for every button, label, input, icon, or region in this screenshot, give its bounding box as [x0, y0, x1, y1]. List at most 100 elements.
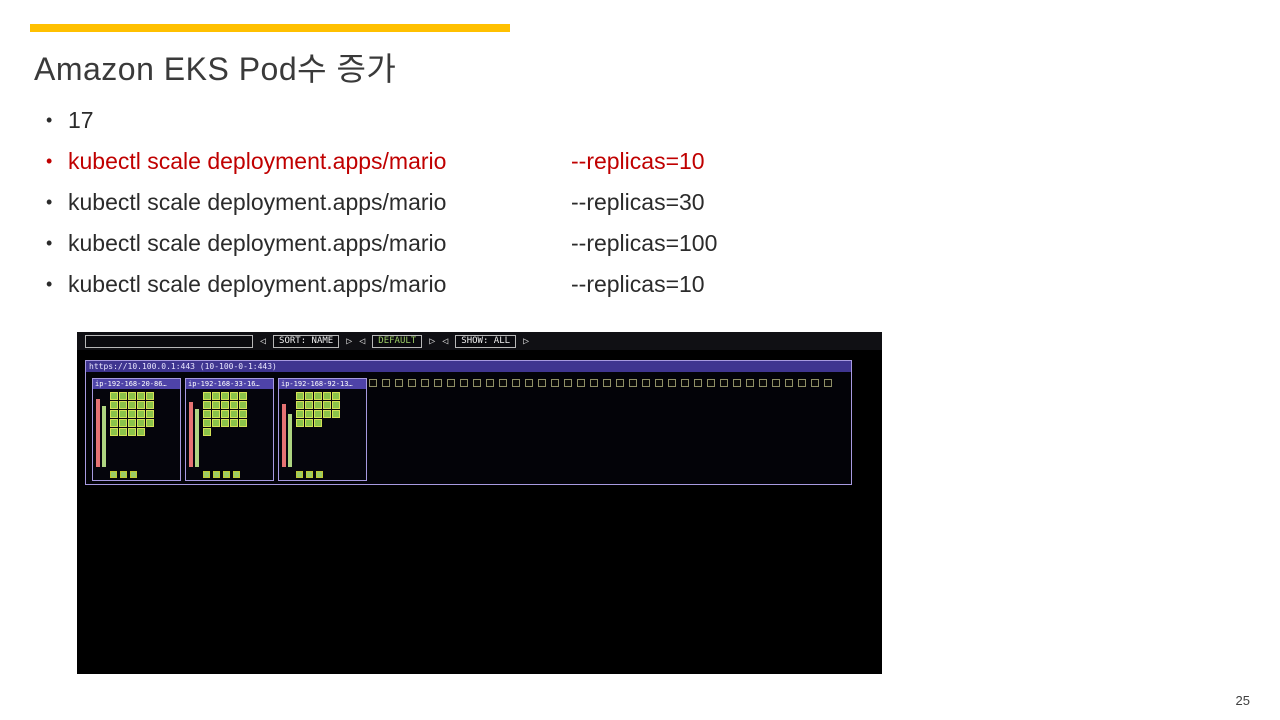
empty-node-slot: [720, 379, 728, 387]
empty-node-slot: [525, 379, 533, 387]
pod-square: [239, 392, 247, 400]
pod-square: [314, 419, 322, 427]
pod-square: [203, 410, 211, 418]
pod-square: [323, 392, 331, 400]
pod-square: [239, 401, 247, 409]
pod-square: [221, 401, 229, 409]
node-box: ip-192-168-20-86…: [92, 378, 181, 481]
command-text: 17: [68, 107, 94, 133]
pod-square: [230, 392, 238, 400]
pod-square: [296, 401, 304, 409]
bullet-marker: •: [46, 151, 53, 171]
empty-node-slot: [486, 379, 494, 387]
pod-square: [212, 392, 220, 400]
node-name: ip-192-168-92-13…: [279, 379, 366, 389]
pod-square: [221, 392, 229, 400]
memory-usage-bar: [288, 413, 292, 467]
bullet-marker: •: [46, 274, 53, 294]
system-pod-row: [296, 471, 323, 478]
show-next-arrow-icon[interactable]: ▷: [523, 335, 530, 347]
empty-node-slot: [603, 379, 611, 387]
pod-square: [203, 428, 211, 436]
sort-prev-arrow-icon[interactable]: ◁: [260, 335, 267, 347]
bullet-item: • kubectl scale deployment.apps/mario --…: [46, 182, 717, 223]
empty-node-slot: [772, 379, 780, 387]
pod-square: [233, 471, 240, 478]
empty-node-slot: [538, 379, 546, 387]
empty-node-slot: [382, 379, 390, 387]
empty-node-slot: [811, 379, 819, 387]
sort-next-arrow-icon[interactable]: ▷: [346, 335, 353, 347]
memory-usage-bar: [195, 409, 199, 467]
sort-selector[interactable]: SORT: NAME: [273, 334, 340, 348]
pod-square: [137, 410, 145, 418]
empty-node-slot: [473, 379, 481, 387]
flag-text: --replicas=10: [571, 148, 705, 174]
pod-square: [332, 392, 340, 400]
flag-text: --replicas=30: [571, 189, 705, 215]
pod-square: [110, 410, 118, 418]
pod-square: [128, 401, 136, 409]
node-box: ip-192-168-92-13…: [278, 378, 367, 481]
show-filter-selector[interactable]: SHOW: ALL: [455, 334, 517, 348]
theme-selector[interactable]: DEFAULT: [372, 334, 423, 348]
empty-node-slot: [798, 379, 806, 387]
pod-square: [239, 419, 247, 427]
pod-square: [314, 392, 322, 400]
pod-square: [146, 401, 154, 409]
bullet-marker: •: [46, 110, 53, 130]
pod-square: [239, 410, 247, 418]
empty-node-slot: [759, 379, 767, 387]
pod-square: [137, 401, 145, 409]
pod-square: [305, 401, 313, 409]
pod-square: [203, 419, 211, 427]
empty-node-slot-row: [369, 379, 832, 387]
empty-node-slot: [668, 379, 676, 387]
pod-square: [110, 471, 117, 478]
pod-square: [213, 471, 220, 478]
pod-square: [212, 410, 220, 418]
ops-view-toolbar: ◁ SORT: NAME ▷ ◁ DEFAULT ▷ ◁ SHOW: ALL ▷: [77, 332, 882, 350]
show-prev-arrow-icon[interactable]: ◁: [442, 335, 449, 347]
empty-node-slot: [460, 379, 468, 387]
pod-square: [119, 410, 127, 418]
empty-node-slot: [694, 379, 702, 387]
pod-square: [314, 401, 322, 409]
empty-node-slot: [434, 379, 442, 387]
pod-square: [137, 392, 145, 400]
system-pod-row: [110, 471, 137, 478]
pod-square: [110, 428, 118, 436]
empty-node-slot: [512, 379, 520, 387]
command-text: kubectl scale deployment.apps/mario: [68, 271, 447, 297]
empty-node-slot: [421, 379, 429, 387]
bullet-item: • kubectl scale deployment.apps/mario --…: [46, 264, 717, 305]
pod-square: [203, 392, 211, 400]
pod-square: [119, 419, 127, 427]
node-name: ip-192-168-20-86…: [93, 379, 180, 389]
pod-square: [128, 410, 136, 418]
pod-square: [323, 410, 331, 418]
pod-square: [230, 419, 238, 427]
title-accent-bar: [30, 24, 510, 32]
cpu-usage-bar: [189, 401, 193, 467]
flag-text: --replicas=10: [571, 271, 705, 297]
theme-next-arrow-icon[interactable]: ▷: [429, 335, 436, 347]
pod-square: [316, 471, 323, 478]
theme-prev-arrow-icon[interactable]: ◁: [359, 335, 366, 347]
pod-square: [332, 410, 340, 418]
empty-node-slot: [785, 379, 793, 387]
pod-grid: [296, 392, 343, 427]
empty-node-slot: [681, 379, 689, 387]
search-input[interactable]: [85, 334, 253, 348]
bullet-item: • kubectl scale deployment.apps/mario --…: [46, 223, 717, 264]
pod-square: [296, 410, 304, 418]
bullet-marker: •: [46, 192, 53, 212]
pod-square: [212, 419, 220, 427]
usage-gauges: [189, 393, 199, 467]
usage-gauges: [96, 393, 106, 467]
pod-square: [110, 419, 118, 427]
pod-square: [230, 410, 238, 418]
pod-square: [130, 471, 137, 478]
pod-square: [305, 392, 313, 400]
empty-node-slot: [369, 379, 377, 387]
